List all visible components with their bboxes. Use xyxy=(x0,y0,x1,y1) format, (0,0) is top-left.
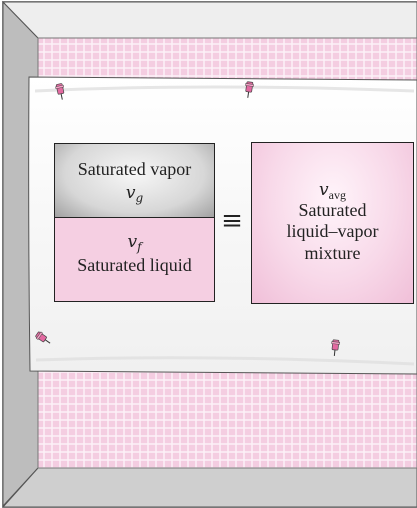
mixture-volume-subscript: avg xyxy=(329,188,346,202)
saturated-vapor-label: Saturated vapor xyxy=(55,159,214,180)
liquid-specific-volume-symbol: vf xyxy=(55,231,214,252)
frame-top-bevel xyxy=(3,2,417,38)
frame-bottom-bevel xyxy=(3,468,417,507)
saturated-liquid-panel: vf Saturated liquid xyxy=(54,217,215,302)
mixture-label-line-2: liquid–vapor xyxy=(252,221,413,242)
mixture-volume-letter: v xyxy=(319,180,329,200)
mixture-label-line-1: Saturated xyxy=(252,200,413,221)
saturated-liquid-label: Saturated liquid xyxy=(55,255,214,276)
liquid-volume-letter: v xyxy=(127,232,137,252)
liquid-volume-subscript: f xyxy=(137,240,141,254)
mixture-label-line-3: mixture xyxy=(252,243,413,264)
vapor-volume-subscript: g xyxy=(135,191,143,205)
vapor-volume-letter: v xyxy=(126,183,136,203)
saturated-mixture-panel: vavg Saturated liquid–vapor mixture xyxy=(251,142,414,304)
saturated-vapor-panel: Saturated vapor vg xyxy=(54,143,215,219)
vapor-specific-volume-symbol: vg xyxy=(55,182,214,203)
equivalence-symbol: ≡ xyxy=(219,207,245,235)
mixture-specific-volume-symbol: vavg xyxy=(252,179,413,200)
